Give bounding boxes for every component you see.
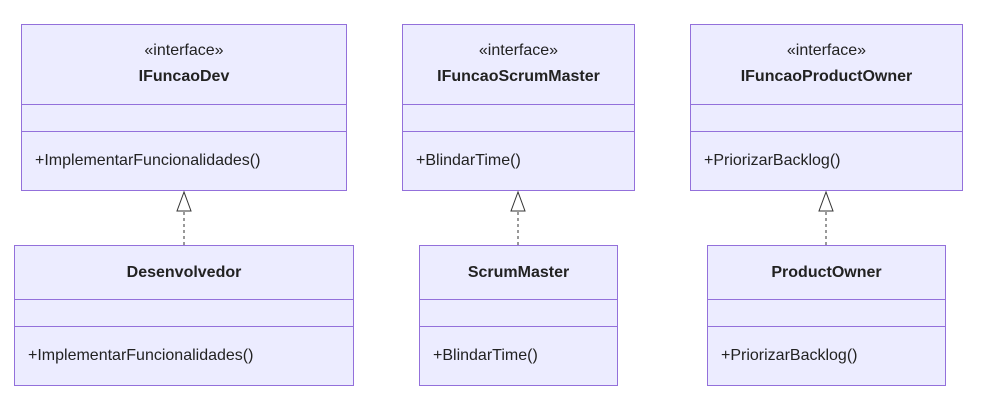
interface-header: «interface» IFuncaoProductOwner [691,25,962,105]
class-header: ScrumMaster [420,246,617,300]
method-label: +ImplementarFuncionalidades() [35,152,261,169]
method-label: +PriorizarBacklog() [721,347,858,364]
methods-compartment: +PriorizarBacklog() [691,132,962,190]
attributes-compartment [15,300,353,327]
interface-ifuncaoproductowner: «interface» IFuncaoProductOwner +Prioriz… [690,24,963,191]
attributes-compartment [708,300,945,327]
class-name: Desenvolvedor [126,263,242,281]
interface-name: IFuncaoProductOwner [740,68,913,85]
attributes-compartment [420,300,617,327]
realization-arrowhead [510,190,526,212]
interface-ifuncaoscrummaster: «interface» IFuncaoScrumMaster +BlindarT… [402,24,635,191]
class-header: Desenvolvedor [15,246,353,300]
realization-productowner [818,190,834,245]
interface-header: «interface» IFuncaoDev [22,25,346,105]
interface-header: «interface» IFuncaoScrumMaster [403,25,634,105]
stereotype-label: «interface» [478,42,559,59]
interface-name: IFuncaoDev [138,68,230,85]
attributes-compartment [691,105,962,132]
class-productowner: ProductOwner +PriorizarBacklog() [707,245,946,386]
class-header: ProductOwner [708,246,945,300]
methods-compartment: +BlindarTime() [403,132,634,190]
interface-name: IFuncaoScrumMaster [437,68,600,85]
methods-compartment: +ImplementarFuncionalidades() [15,327,353,385]
realization-arrowhead [176,190,192,212]
stereotype-label: «interface» [786,42,867,59]
methods-compartment: +ImplementarFuncionalidades() [22,132,346,190]
stereotype-label: «interface» [144,42,224,59]
attributes-compartment [22,105,346,132]
attributes-compartment [403,105,634,132]
method-label: +ImplementarFuncionalidades() [28,347,254,364]
methods-compartment: +PriorizarBacklog() [708,327,945,385]
realization-arrowhead [818,190,834,212]
method-label: +PriorizarBacklog() [704,152,841,169]
class-scrummaster: ScrumMaster +BlindarTime() [419,245,618,386]
methods-compartment: +BlindarTime() [420,327,617,385]
class-desenvolvedor: Desenvolvedor +ImplementarFuncionalidade… [14,245,354,386]
method-label: +BlindarTime() [416,152,521,169]
method-label: +BlindarTime() [433,347,538,364]
realization-desenvolvedor [176,190,192,245]
interface-ifuncaodev: «interface» IFuncaoDev +ImplementarFunci… [21,24,347,191]
class-name: ProductOwner [771,263,882,281]
class-name: ScrumMaster [467,263,570,281]
realization-scrummaster [510,190,526,245]
